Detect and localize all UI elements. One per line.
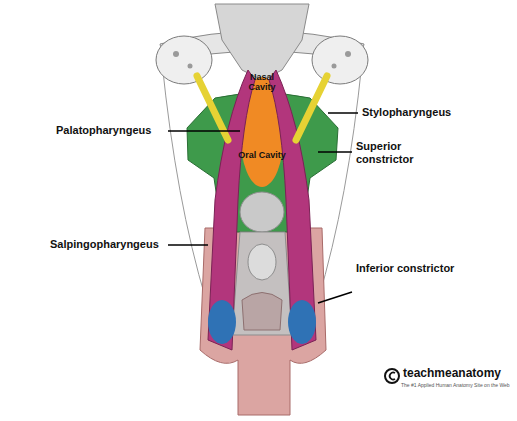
leader-line — [168, 244, 208, 246]
watermark: teachmeanatomy — [403, 367, 513, 381]
leader-line — [168, 130, 240, 132]
stylopharyngeus-muscle — [296, 76, 327, 140]
leader-line — [318, 292, 352, 303]
temporal-bone — [156, 36, 212, 84]
muscle-label: Stylopharyngeus — [362, 106, 492, 119]
leader-line — [318, 151, 352, 153]
watermark-tagline: The #1 Applied Human Anatomy Site on the… — [401, 383, 513, 389]
larynx-inlet — [248, 244, 276, 280]
copyright-logo — [390, 373, 395, 380]
outline-line — [162, 62, 206, 300]
muscle-label: Inferior constrictor — [356, 262, 456, 275]
muscle-label: Superior constrictor — [356, 140, 456, 165]
sphenoid-bone — [215, 4, 309, 80]
region-label: Oral Cavity — [237, 150, 287, 160]
inferior-constrictor — [288, 300, 316, 344]
bone-pit — [188, 64, 193, 69]
bone-pit — [345, 51, 351, 57]
epiglottis — [240, 192, 284, 232]
leader-line — [328, 112, 358, 114]
bone-pit — [332, 64, 337, 69]
bone-pit — [173, 51, 179, 57]
arytenoid-muscle — [242, 293, 282, 331]
inferior-constrictor — [208, 300, 236, 344]
region-label: Nasal Cavity — [237, 72, 287, 93]
muscle-label: Salpingopharyngeus — [50, 238, 166, 251]
temporal-bone — [312, 36, 368, 84]
copyright-logo — [385, 369, 399, 383]
muscle-label: Palatopharyngeus — [56, 124, 166, 137]
outline-line — [318, 62, 362, 300]
larynx — [232, 232, 292, 335]
